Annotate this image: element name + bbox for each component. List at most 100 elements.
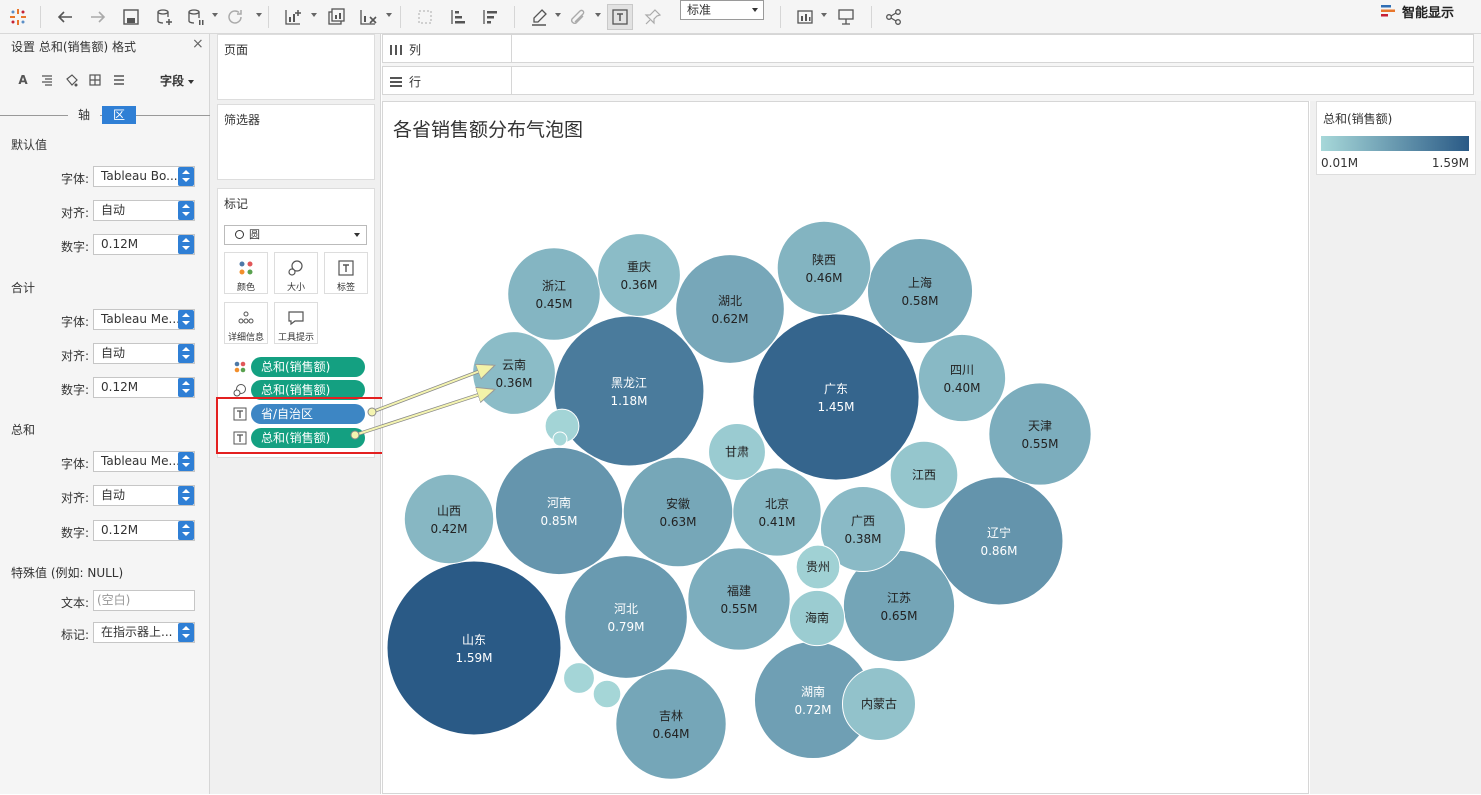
bubble-内蒙古[interactable] [841,666,917,742]
show-me-label: 智能显示 [1402,5,1455,21]
share-icon[interactable] [881,4,907,30]
save-icon[interactable] [118,4,144,30]
bubble-湖北[interactable] [675,254,785,364]
bubble-福建[interactable] [687,547,791,651]
bubble-陕西[interactable] [776,220,872,316]
mark-type-dropdown[interactable]: 圆 [224,225,367,245]
color-button[interactable]: 颜色 [224,252,268,294]
undo-icon[interactable] [52,4,78,30]
presentation-mode-icon[interactable] [833,4,859,30]
bubble-江西[interactable] [889,440,959,510]
tooltip-button[interactable]: 工具提示 [274,302,318,344]
refresh-icon[interactable] [222,4,248,30]
bubble-unlabeled[interactable] [552,431,568,447]
swap-rows-columns-icon[interactable] [412,4,438,30]
pages-card[interactable]: 页面 [217,34,375,100]
bubble-unlabeled[interactable] [592,679,622,709]
color-pill[interactable]: 总和(销售额) [251,357,365,377]
field-dropdown[interactable]: 字段 [160,72,195,89]
totals-number-select[interactable]: 0.12M [93,377,195,398]
special-text-input[interactable]: (空白) [93,590,195,611]
filters-card[interactable]: 筛选器 [217,104,375,180]
bubble-北京[interactable] [732,467,822,557]
bubble-河北[interactable] [564,555,688,679]
cards-dropdown-icon[interactable] [821,13,827,17]
size-button[interactable]: 大小 [274,252,318,294]
totals-number-value: 0.12M [101,380,139,394]
bubble-海南[interactable] [788,589,846,647]
totals-align-select[interactable]: 自动 [93,343,195,364]
bubble-value-label: 0.64M [652,727,689,741]
bubble-四川[interactable] [917,333,1007,423]
bubble-黑龙江[interactable] [553,315,705,467]
bubble-山西[interactable] [403,473,495,565]
tableau-logo-icon[interactable] [5,4,31,30]
filters-card-title: 筛选器 [224,113,261,127]
highlight-icon[interactable] [526,4,552,30]
totals-font-select[interactable]: Tableau Me... [93,309,195,330]
grand-number-select[interactable]: 0.12M [93,520,195,541]
pause-dropdown-icon[interactable] [212,13,218,17]
fix-axes-icon[interactable] [640,4,666,30]
bubble-name-label: 贵州 [806,560,830,574]
label-button[interactable]: 标签 [324,252,368,294]
new-worksheet-icon[interactable] [280,4,306,30]
bubble-广西[interactable] [819,485,907,573]
grand-font-select[interactable]: Tableau Me... [93,451,195,472]
clear-sheet-icon[interactable] [355,4,381,30]
bubble-云南[interactable] [472,331,556,415]
legend-max: 1.59M [1431,156,1469,170]
redo-icon[interactable] [85,4,111,30]
sort-descending-icon[interactable] [477,4,503,30]
group-members-icon[interactable] [565,4,591,30]
bubble-上海[interactable] [866,237,974,345]
bubble-天津[interactable] [988,382,1092,486]
bubble-吉林[interactable] [615,668,727,780]
bubble-重庆[interactable] [597,233,681,317]
bubble-辽宁[interactable] [934,476,1064,606]
bubble-广东[interactable] [752,313,920,481]
group-dropdown-icon[interactable] [595,13,601,17]
detail-button[interactable]: 详细信息 [224,302,268,344]
bubble-贵州[interactable] [795,544,841,590]
show-hide-cards-icon[interactable] [792,4,818,30]
highlight-dropdown-icon[interactable] [555,13,561,17]
fit-dropdown[interactable]: 标准 [680,0,764,20]
tab-pane[interactable]: 区 [102,106,136,124]
special-marks-select[interactable]: 在指示器上... [93,622,195,643]
alignment-format-icon[interactable] [38,71,56,89]
tab-axis[interactable]: 轴 [68,106,100,124]
lines-format-icon[interactable] [110,71,128,89]
new-worksheet-dropdown-icon[interactable] [311,13,317,17]
sales-label-pill[interactable]: 总和(销售额) [251,428,365,448]
bubble-安徽[interactable] [622,456,734,568]
clear-dropdown-icon[interactable] [386,13,392,17]
pause-update-icon[interactable] [182,4,208,30]
color-legend[interactable]: 总和(销售额) 0.01M 1.59M [1316,101,1476,175]
show-mark-labels-icon[interactable] [607,4,633,30]
default-number-select[interactable]: 0.12M [93,234,195,255]
province-label-pill[interactable]: 省/自治区 [251,404,365,424]
bubble-甘肃[interactable] [708,423,766,481]
close-icon[interactable]: × [192,36,204,52]
bubble-name-label: 山东 [462,633,486,647]
duplicate-sheet-icon[interactable] [323,4,349,30]
grand-align-select[interactable]: 自动 [93,485,195,506]
bubble-unlabeled[interactable] [563,662,595,694]
rows-shelf[interactable]: 行 [382,66,1474,95]
size-pill[interactable]: 总和(销售额) [251,380,365,400]
default-align-select[interactable]: 自动 [93,200,195,221]
bubble-name-label: 上海 [908,275,932,290]
bubble-河南[interactable] [494,446,624,576]
refresh-dropdown-icon[interactable] [256,13,262,17]
default-font-select[interactable]: Tableau Bo... [93,166,195,187]
new-datasource-icon[interactable] [151,4,177,30]
font-format-icon[interactable]: A [18,73,28,87]
show-me-button[interactable]: 智能显示 [1380,2,1455,21]
shading-format-icon[interactable] [62,71,80,89]
columns-shelf[interactable]: 列 [382,34,1474,63]
bubble-浙江[interactable] [507,247,601,341]
borders-format-icon[interactable] [86,71,104,89]
sort-ascending-icon[interactable] [445,4,471,30]
bubble-山东[interactable] [386,560,562,736]
